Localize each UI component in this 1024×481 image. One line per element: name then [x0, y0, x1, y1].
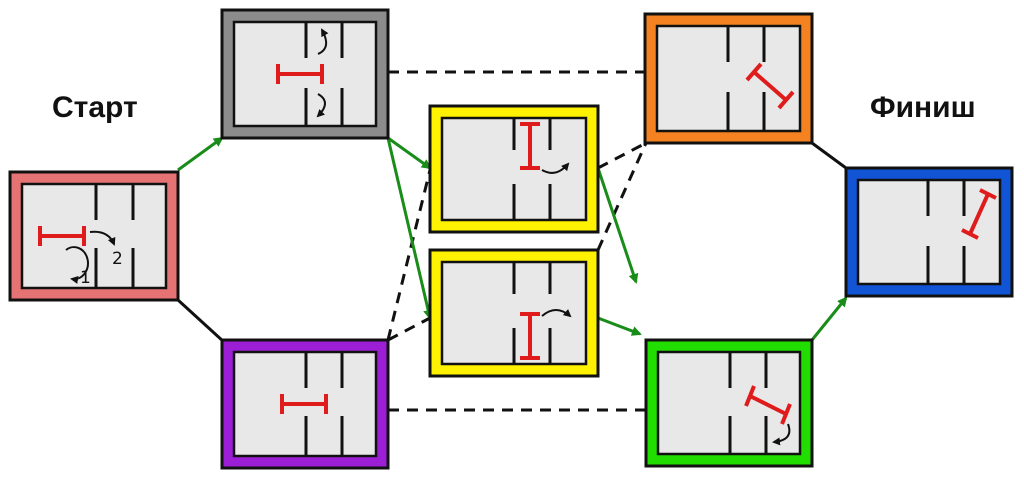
arrow-yellow-top-green	[596, 167, 639, 284]
solid-connectors	[176, 141, 847, 344]
step-two-label: 2	[112, 249, 123, 269]
dashed-yellow-top-orange	[597, 141, 647, 170]
down-arrow-icon	[316, 93, 326, 118]
arrow-start-grey	[177, 136, 224, 172]
arrow-green-finish	[810, 296, 848, 341]
arrow-grey-yellow-bottom	[386, 137, 434, 320]
piece-bar	[961, 188, 997, 240]
node-yellow-bottom	[428, 248, 600, 378]
node-walls	[512, 118, 552, 220]
piece-bar	[520, 312, 540, 360]
node-grey	[220, 8, 390, 140]
node-green	[644, 338, 814, 468]
piece-bar	[276, 64, 324, 84]
start-label: Старт	[52, 91, 138, 124]
node-walls	[728, 352, 768, 454]
node-finish	[844, 166, 1014, 298]
arrow-grey-yellow-top	[387, 136, 432, 170]
move-arrow-icon	[541, 309, 572, 318]
move-arrow-icon	[541, 162, 570, 174]
dashed-purple-yellow-top	[386, 169, 432, 341]
dashed-purple-yellow-bottom	[387, 316, 431, 342]
node-walls	[926, 180, 966, 284]
node-walls	[726, 26, 766, 131]
node-purple	[220, 338, 390, 470]
dashed-yellow-bottom-orange	[596, 142, 648, 251]
node-yellow-top	[428, 104, 600, 234]
green-arrows	[177, 136, 848, 341]
node-walls	[512, 262, 552, 364]
up-arrow-icon	[317, 28, 329, 55]
piece-bar	[520, 122, 540, 170]
step-one-label: 1	[80, 268, 91, 288]
arrow-yellow-bottom-green	[597, 316, 642, 336]
node-walls	[304, 352, 344, 456]
node-start: 1 2	[8, 170, 180, 302]
node-walls	[304, 22, 344, 126]
rotate-arrow-icon	[65, 246, 89, 284]
piece-bar	[38, 226, 86, 246]
node-orange	[643, 12, 814, 145]
piece-bar	[745, 62, 795, 110]
connector-orange-finish	[811, 141, 847, 170]
piece-bar	[280, 394, 328, 414]
move-arrow-icon	[772, 423, 791, 446]
move-arrow-icon	[89, 230, 116, 246]
finish-label: Финиш	[870, 91, 976, 124]
piece-bar	[744, 385, 792, 425]
dashed-connectors	[386, 70, 648, 412]
node-walls	[94, 184, 135, 288]
connector-start-purple	[176, 298, 226, 344]
